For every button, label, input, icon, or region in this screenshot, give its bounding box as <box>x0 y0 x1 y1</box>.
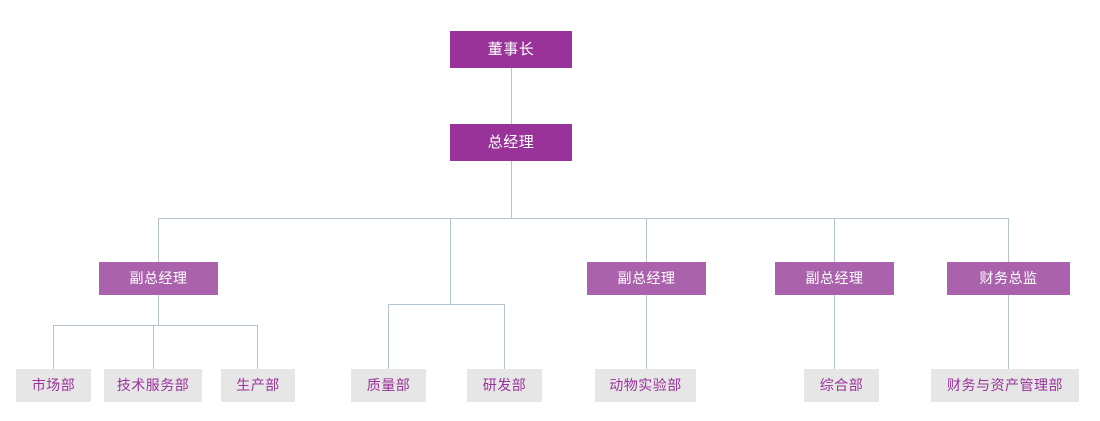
node-dept-animal-lab-label: 动物实验部 <box>609 377 682 394</box>
connector-group-to-quality <box>388 304 389 369</box>
node-general-manager-label: 总经理 <box>487 133 535 151</box>
node-vp3-label: 副总经理 <box>805 270 864 287</box>
connector-bus-to-vp3 <box>834 218 835 262</box>
connector-vp1-to-tech-service <box>153 325 154 369</box>
node-dept-marketing[interactable]: 市场部 <box>16 369 91 402</box>
node-dept-finance-asset[interactable]: 财务与资产管理部 <box>931 369 1079 402</box>
node-general-manager[interactable]: 总经理 <box>450 124 572 161</box>
node-dept-finance-asset-label: 财务与资产管理部 <box>947 377 1063 394</box>
connector-vp1-to-marketing <box>53 325 54 369</box>
node-dept-tech-service-label: 技术服务部 <box>116 377 190 394</box>
connector-quality-group-bus <box>388 304 505 305</box>
node-cfo-label: 财务总监 <box>979 270 1038 287</box>
node-chairman[interactable]: 董事长 <box>450 31 572 68</box>
node-vp3[interactable]: 副总经理 <box>775 262 894 295</box>
connector-bus-to-cfo <box>1008 218 1009 262</box>
node-dept-quality-label: 质量部 <box>366 377 411 394</box>
node-dept-rnd-label: 研发部 <box>482 377 527 394</box>
connector-vp1-bus <box>53 325 258 326</box>
connector-vp1-to-production <box>257 325 258 369</box>
node-dept-production-label: 生产部 <box>236 377 280 394</box>
node-dept-quality[interactable]: 质量部 <box>351 369 426 402</box>
connector-main-bus <box>158 218 1009 219</box>
connector-chairman-to-gm <box>511 68 512 124</box>
node-dept-animal-lab[interactable]: 动物实验部 <box>595 369 696 402</box>
connector-vp1-trunk <box>158 295 159 325</box>
node-dept-rnd[interactable]: 研发部 <box>467 369 542 402</box>
connector-group-to-rnd <box>504 304 505 369</box>
node-cfo[interactable]: 财务总监 <box>947 262 1070 295</box>
node-dept-general-affairs-label: 综合部 <box>819 377 864 394</box>
connector-vp2-to-animal-lab <box>646 295 647 369</box>
node-chairman-label: 董事长 <box>487 40 535 58</box>
node-dept-general-affairs[interactable]: 综合部 <box>804 369 879 402</box>
connector-gm-trunk <box>511 161 512 218</box>
connector-bus-to-vp1 <box>158 218 159 262</box>
connector-bus-to-quality-group <box>450 218 451 304</box>
node-vp1[interactable]: 副总经理 <box>99 262 218 295</box>
node-vp2-label: 副总经理 <box>617 270 676 287</box>
node-vp1-label: 副总经理 <box>129 270 188 287</box>
node-dept-marketing-label: 市场部 <box>31 377 76 394</box>
node-vp2[interactable]: 副总经理 <box>587 262 706 295</box>
node-dept-tech-service[interactable]: 技术服务部 <box>104 369 202 402</box>
node-dept-production[interactable]: 生产部 <box>221 369 295 402</box>
connector-vp3-to-general-affairs <box>834 295 835 369</box>
connector-cfo-to-finance-asset <box>1008 295 1009 369</box>
connector-bus-to-vp2 <box>646 218 647 262</box>
